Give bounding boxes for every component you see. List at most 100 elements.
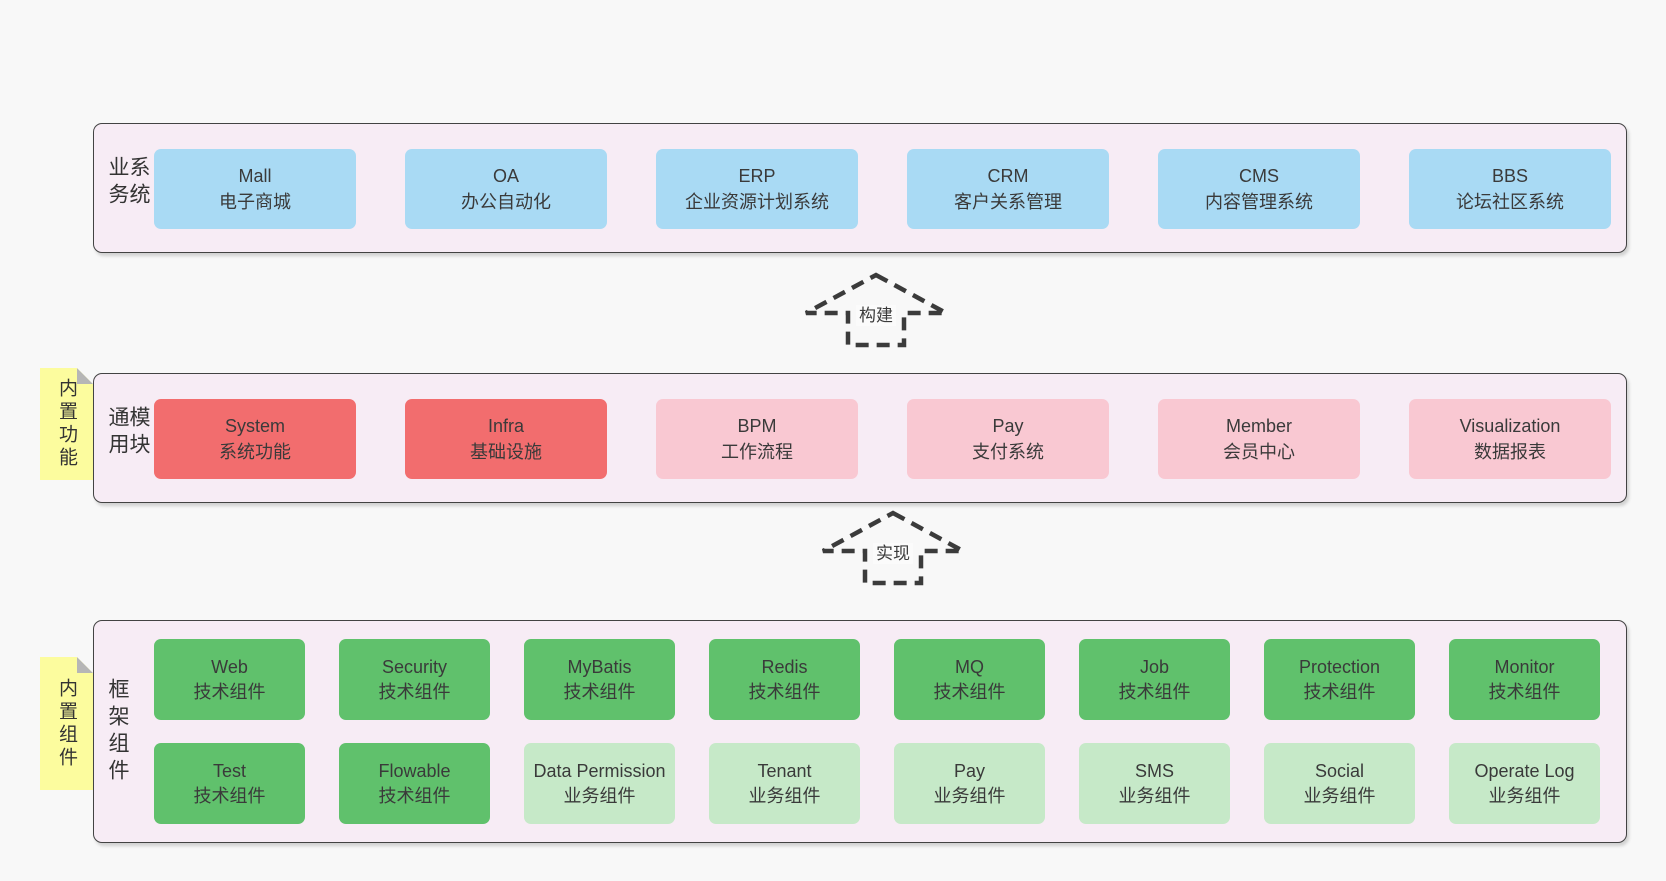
box-subtitle: 会员中心 [1223, 442, 1295, 462]
box-subtitle: 业务组件 [933, 785, 1006, 806]
box-title: Flowable [378, 760, 451, 781]
framework-components-row-2: Test 技术组件 Flowable 技术组件 Data Permission … [154, 743, 1600, 824]
box-title: Member [1225, 416, 1292, 436]
box-title: Infra [487, 416, 525, 436]
box-subtitle: 技术组件 [1118, 681, 1191, 702]
up-arrow-icon [804, 272, 948, 348]
box-security: Security 技术组件 [339, 639, 490, 720]
box-sms: SMS 业务组件 [1079, 743, 1230, 824]
band-label-business-systems: 业务系统 [106, 156, 150, 210]
box-oa: OA 办公自动化 [405, 149, 607, 229]
box-subtitle: 技术组件 [1488, 681, 1561, 702]
box-subtitle: 技术组件 [933, 681, 1006, 702]
build-arrow: 构建 [803, 271, 949, 349]
box-title: OA [492, 166, 519, 186]
folded-corner-icon [77, 368, 93, 384]
box-title: Redis [761, 656, 808, 677]
box-title: Protection [1298, 656, 1381, 677]
box-flowable: Flowable 技术组件 [339, 743, 490, 824]
box-operate-log: Operate Log 业务组件 [1449, 743, 1600, 824]
band-framework-components: 框架组件 Web 技术组件 Security 技术组件 MyBatis 技术组件… [93, 620, 1627, 843]
box-mall: Mall 电子商城 [154, 149, 356, 229]
box-title: System [224, 416, 285, 436]
box-pay: Pay 支付系统 [907, 399, 1109, 479]
note-label: 内置组件 [56, 677, 77, 770]
box-subtitle: 业务组件 [1303, 785, 1376, 806]
box-title: Web [211, 656, 248, 677]
box-title: MyBatis [567, 656, 632, 677]
box-bpm: BPM 工作流程 [656, 399, 858, 479]
band-business-systems: 业务系统 Mall 电子商城 OA 办公自动化 ERP 企业资源计划系统 CRM… [93, 123, 1627, 253]
box-subtitle: 业务组件 [748, 785, 821, 806]
box-infra: Infra 基础设施 [405, 399, 607, 479]
box-bbs: BBS 论坛社区系统 [1409, 149, 1611, 229]
box-member: Member 会员中心 [1158, 399, 1360, 479]
box-subtitle: 工作流程 [721, 442, 793, 462]
box-title: Tenant [757, 760, 812, 781]
implement-arrow: 实现 [820, 509, 966, 587]
box-erp: ERP 企业资源计划系统 [656, 149, 858, 229]
box-subtitle: 支付系统 [972, 442, 1044, 462]
box-title: MQ [955, 656, 984, 677]
common-modules-row: System 系统功能 Infra 基础设施 BPM 工作流程 Pay 支付系统… [154, 399, 1611, 479]
box-title: ERP [738, 166, 776, 186]
note-label: 内置功能 [56, 378, 77, 470]
box-monitor: Monitor 技术组件 [1449, 639, 1600, 720]
box-subtitle: 技术组件 [1303, 681, 1376, 702]
box-subtitle: 论坛社区系统 [1456, 192, 1564, 212]
band-common-modules: 通用模块 System 系统功能 Infra 基础设施 BPM 工作流程 Pay… [93, 373, 1627, 503]
folded-corner-icon [77, 657, 93, 673]
box-subtitle: 办公自动化 [461, 192, 551, 212]
implement-arrow-label: 实现 [873, 543, 913, 565]
note-built-in-features: 内置功能 [40, 368, 93, 480]
box-title: BPM [737, 416, 777, 436]
box-subtitle: 基础设施 [470, 442, 542, 462]
box-subtitle: 技术组件 [563, 681, 636, 702]
box-title: Test [212, 760, 246, 781]
box-subtitle: 业务组件 [563, 785, 636, 806]
box-title: SMS [1134, 760, 1174, 781]
box-subtitle: 技术组件 [193, 681, 266, 702]
box-crm: CRM 客户关系管理 [907, 149, 1109, 229]
box-social: Social 业务组件 [1264, 743, 1415, 824]
box-subtitle: 数据报表 [1474, 442, 1546, 462]
box-pay-business: Pay 业务组件 [894, 743, 1045, 824]
box-title: Visualization [1459, 416, 1561, 436]
box-subtitle: 系统功能 [219, 442, 291, 462]
box-title: Pay [953, 760, 986, 781]
box-tenant: Tenant 业务组件 [709, 743, 860, 824]
box-subtitle: 技术组件 [748, 681, 821, 702]
box-job: Job 技术组件 [1079, 639, 1230, 720]
box-title: Social [1314, 760, 1365, 781]
box-subtitle: 技术组件 [378, 785, 451, 806]
box-subtitle: 企业资源计划系统 [685, 192, 829, 212]
box-title: Monitor [1494, 656, 1555, 677]
up-arrow-icon [821, 510, 965, 586]
box-title: Pay [992, 416, 1024, 436]
box-protection: Protection 技术组件 [1264, 639, 1415, 720]
box-title: Job [1139, 656, 1170, 677]
box-system: System 系统功能 [154, 399, 356, 479]
box-subtitle: 技术组件 [193, 785, 266, 806]
box-title: CMS [1239, 166, 1279, 186]
build-arrow-label: 构建 [856, 305, 896, 327]
framework-components-row-1: Web 技术组件 Security 技术组件 MyBatis 技术组件 Redi… [154, 639, 1600, 720]
box-title: Mall [238, 166, 272, 186]
business-systems-row: Mall 电子商城 OA 办公自动化 ERP 企业资源计划系统 CRM 客户关系… [154, 149, 1611, 229]
box-title: Operate Log [1474, 760, 1575, 781]
box-subtitle: 客户关系管理 [954, 192, 1062, 212]
note-built-in-components: 内置组件 [40, 657, 93, 790]
box-test: Test 技术组件 [154, 743, 305, 824]
box-redis: Redis 技术组件 [709, 639, 860, 720]
box-mq: MQ 技术组件 [894, 639, 1045, 720]
box-visualization: Visualization 数据报表 [1409, 399, 1611, 479]
box-web: Web 技术组件 [154, 639, 305, 720]
box-title: Security [381, 656, 448, 677]
band-label-common-modules: 通用模块 [106, 406, 150, 460]
box-mybatis: MyBatis 技术组件 [524, 639, 675, 720]
box-title: Data Permission [533, 760, 666, 781]
band-label-framework-components: 框架组件 [106, 677, 129, 786]
box-subtitle: 技术组件 [378, 681, 451, 702]
box-subtitle: 业务组件 [1488, 785, 1561, 806]
